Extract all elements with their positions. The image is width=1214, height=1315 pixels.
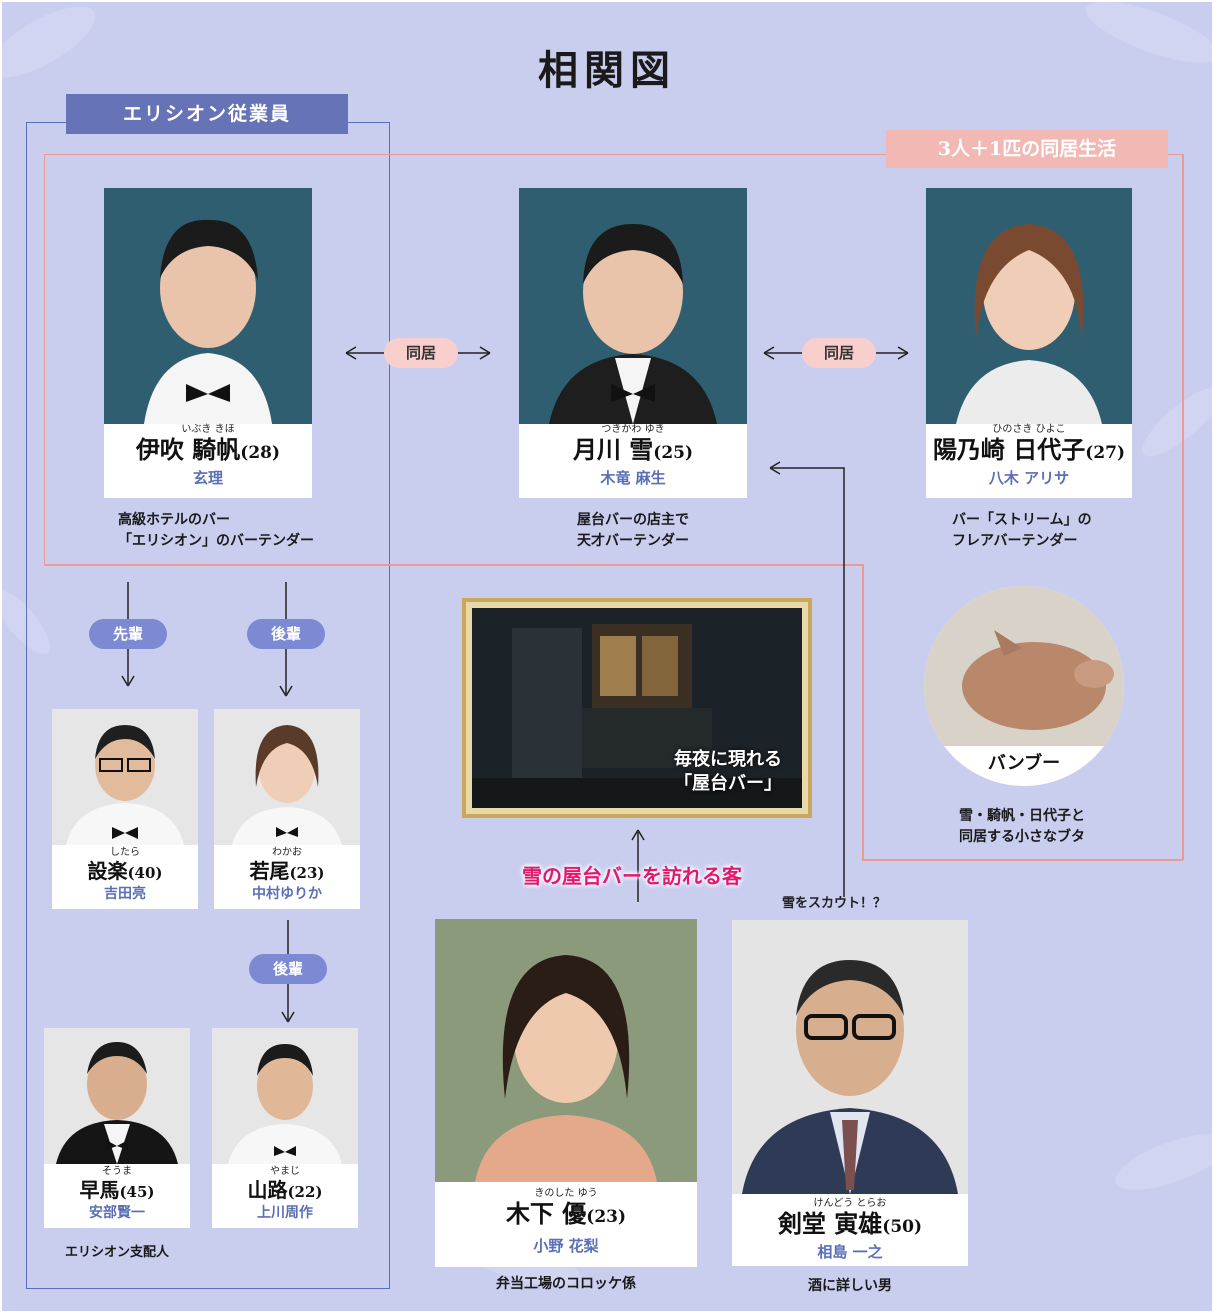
- portrait-shitara: [52, 709, 198, 845]
- desc-bamboo: 雪・騎帆・日代子と同居する小さなブタ: [959, 808, 1085, 845]
- actor-kinoshita: 小野 花梨: [533, 1237, 599, 1255]
- card-kinoshita: きのした ゆう 木下 優(23) 小野 花梨: [435, 919, 697, 1267]
- portrait-tsukikawa: [519, 188, 747, 424]
- name-ibuki: 伊吹 騎帆(28): [135, 435, 281, 464]
- ruby-yamaji: やまじ: [270, 1166, 300, 1177]
- actor-wakao: 中村ゆりか: [252, 886, 322, 902]
- card-hinosaki: ひのさき ひよこ 陽乃崎 日代子(27) 八木 アリサ: [926, 188, 1132, 498]
- pill-cohab-right: 同居: [802, 338, 876, 368]
- name-bamboo: バンブー: [987, 753, 1061, 774]
- stall-caption: 毎夜に現れる 「屋台バー」: [674, 749, 782, 794]
- ruby-kinoshita: きのした ゆう: [534, 1188, 598, 1199]
- portrait-ibuki: [104, 188, 312, 424]
- cohab-group-frame: [44, 154, 1184, 565]
- stall-image: 毎夜に現れる 「屋台バー」: [466, 602, 808, 814]
- actor-hinosaki: 八木 アリサ: [988, 469, 1070, 487]
- ruby-shitara: したら: [110, 847, 140, 858]
- portrait-souma: [44, 1028, 190, 1164]
- pill-kouhai-1: 後輩: [247, 619, 325, 649]
- page-title: 相関図: [538, 47, 676, 94]
- card-wakao: わかお 若尾(23) 中村ゆりか: [214, 709, 360, 909]
- name-kendou: 剣堂 寅雄(50): [777, 1209, 923, 1238]
- actor-souma: 安部賢一: [89, 1205, 145, 1221]
- name-wakao: 若尾(23): [249, 859, 325, 883]
- card-shitara: したら 設楽(40) 吉田亮: [52, 709, 198, 909]
- desc-kendou: 酒に詳しい男: [808, 1278, 892, 1294]
- desc-souma: エリシオン支配人: [64, 1245, 169, 1260]
- stall-frame: 毎夜に現れる 「屋台バー」: [462, 598, 812, 818]
- scout-arrow: [769, 461, 845, 897]
- cohab-group-label: 3人＋1匹の同居生活: [886, 130, 1168, 168]
- ruby-wakao: わかお: [272, 847, 302, 858]
- card-yamaji: やまじ 山路(22) 上川周作: [212, 1028, 358, 1228]
- scout-label: 雪をスカウト！？: [782, 896, 887, 911]
- desc-ibuki: 高級ホテルのバー「エリシオン」のバーテンダー: [118, 512, 314, 549]
- cohab-frame-bottom: [44, 564, 862, 566]
- visitor-label: 雪の屋台バーを訪れる客: [522, 864, 742, 888]
- name-kinoshita: 木下 優(23): [505, 1199, 627, 1228]
- ruby-tsukikawa: つきかわ ゆき: [601, 424, 665, 435]
- name-hinosaki: 陽乃崎 日代子(27): [932, 435, 1126, 464]
- card-ibuki: いぶき きほ 伊吹 騎帆(28) 玄理: [104, 188, 312, 498]
- name-souma: 早馬(45): [79, 1178, 155, 1202]
- card-tsukikawa: つきかわ ゆき 月川 雪(25) 木竜 麻生: [519, 188, 747, 498]
- actor-shitara: 吉田亮: [104, 886, 146, 902]
- ruby-kendou: けんどう とらお: [813, 1198, 887, 1209]
- portrait-hinosaki: [926, 188, 1132, 424]
- cohab-frame-bottom-right: [862, 859, 1183, 861]
- card-souma: そうま 早馬(45) 安部賢一: [44, 1028, 190, 1228]
- name-shitara: 設楽(40): [87, 859, 163, 883]
- desc-tsukikawa: 屋台バーの店主で天才バーテンダー: [577, 512, 689, 549]
- portrait-bamboo: [924, 586, 1124, 746]
- actor-ibuki: 玄理: [192, 469, 223, 487]
- portrait-kinoshita: [435, 919, 697, 1182]
- actor-kendou: 相島 一之: [817, 1243, 883, 1261]
- desc-kinoshita: 弁当工場のコロッケ係: [496, 1276, 636, 1292]
- portrait-wakao: [214, 709, 360, 845]
- actor-yamaji: 上川周作: [257, 1205, 313, 1221]
- ruby-souma: そうま: [102, 1166, 132, 1177]
- actor-tsukikawa: 木竜 麻生: [600, 469, 666, 487]
- ruby-ibuki: いぶき きほ: [181, 424, 235, 435]
- desc-hinosaki: バー「ストリーム」のフレアバーテンダー: [952, 512, 1092, 549]
- card-bamboo: バンブー: [924, 586, 1124, 786]
- staff-group-label: エリシオン従業員: [66, 94, 348, 134]
- cohab-frame-drop: [862, 564, 864, 860]
- cohab-frame-right: [1182, 154, 1184, 860]
- name-yamaji: 山路(22): [247, 1178, 323, 1202]
- pill-kouhai-2: 後輩: [249, 954, 327, 984]
- card-kendou: けんどう とらお 剣堂 寅雄(50) 相島 一之: [732, 920, 968, 1266]
- pill-senpai: 先輩: [89, 619, 167, 649]
- portrait-yamaji: [212, 1028, 358, 1164]
- ruby-hinosaki: ひのさき ひよこ: [992, 424, 1066, 435]
- visitor-arrow: [631, 829, 645, 902]
- name-tsukikawa: 月川 雪(25): [572, 435, 694, 464]
- pill-cohab-left: 同居: [384, 338, 458, 368]
- portrait-kendou: [732, 920, 968, 1194]
